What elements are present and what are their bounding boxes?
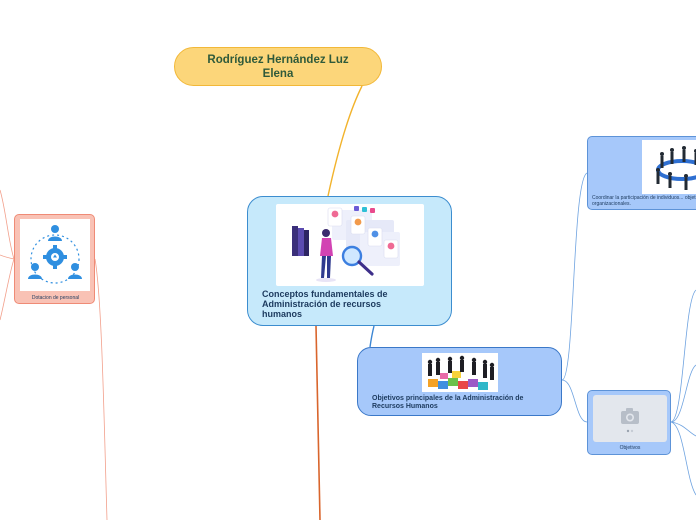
objectives-node[interactable]: Objetivos principales de la Administraci… <box>357 347 562 416</box>
connector-objetivos-b <box>670 364 696 423</box>
connector-central-objectives <box>369 325 375 348</box>
coordinate-node[interactable]: Coordinar la participación de individuos… <box>587 136 696 210</box>
objetivos-node[interactable]: Objetivos <box>587 390 671 455</box>
connector-dotacion-mid <box>0 254 15 260</box>
dotacion-title: Dotacion de personal <box>31 295 80 301</box>
central-topic-node[interactable]: Conceptos fundamentales de Administració… <box>247 196 452 326</box>
connector-objetivos-a <box>670 289 696 423</box>
connector-dotacion-down <box>94 258 108 520</box>
dotacion-node[interactable]: Dotacion de personal <box>14 214 95 304</box>
connector-objetivos-d <box>670 421 696 496</box>
team-puzzle-illustration <box>422 353 498 392</box>
author-node[interactable]: Rodríguez Hernández Luz Elena <box>174 47 382 86</box>
connector-objectives-objetivos <box>561 379 588 423</box>
coordinate-title: Coordinar la participación de individuos… <box>592 195 696 207</box>
people-gear-icon <box>20 219 90 291</box>
objectives-title: Objetivos principales de la Administraci… <box>372 395 524 410</box>
hr-recruitment-illustration <box>276 204 424 286</box>
team-circle-photo <box>642 140 696 194</box>
connector-dotacion-top <box>0 189 15 260</box>
camera-placeholder-icon <box>621 408 639 433</box>
image-placeholder <box>593 395 667 442</box>
central-topic-title: Conceptos fundamentales de Administració… <box>262 289 388 319</box>
connector-central-down <box>315 325 321 520</box>
author-name: Rodríguez Hernández Luz Elena <box>207 53 349 80</box>
connector-objectives-coord <box>561 172 588 381</box>
objetivos-title: Objetivos <box>619 445 641 451</box>
connector-objetivos-c <box>670 421 696 437</box>
connector-author <box>327 85 363 197</box>
connector-dotacion-low <box>0 258 15 321</box>
